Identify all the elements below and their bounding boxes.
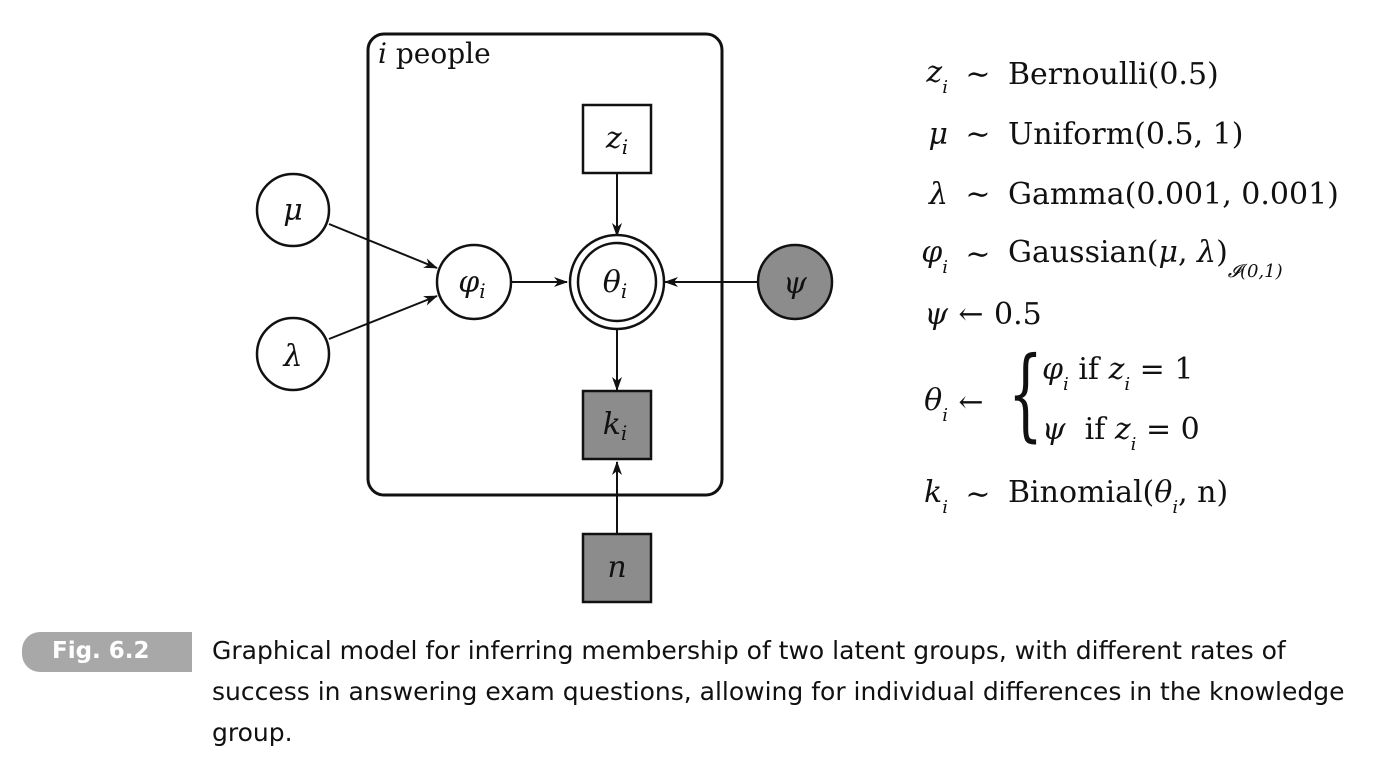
- svg-text:n: n: [607, 550, 626, 585]
- svg-text:zi: zi: [605, 121, 628, 159]
- equation-phi: φi ∼ Gaussian(μ, λ)𝓘(0,1): [921, 234, 1283, 282]
- svg-text:λ: λ: [282, 339, 302, 374]
- node-z: zi: [581, 103, 653, 175]
- equation-lambda: λ ∼ Gamma(0.001, 0.001): [928, 176, 1339, 212]
- equation-mu: μ ∼ Uniform(0.5, 1): [928, 116, 1244, 152]
- svg-text:ψ: ψ: [783, 266, 807, 301]
- equation-z: zi ∼ Bernoulli(0.5): [926, 54, 1219, 98]
- svg-text:φi: φi: [458, 265, 485, 303]
- equation-psi: ψ ← 0.5: [924, 296, 1042, 332]
- equation-k: ki ∼ Binomial(θi, n): [924, 474, 1229, 518]
- edge-lambda-phi: [328, 295, 438, 340]
- svg-text:μ: μ: [283, 193, 303, 228]
- case-z-equals-0: ψ if zi = 0: [1042, 412, 1200, 455]
- node-lambda: λ: [255, 316, 331, 392]
- equation-theta: θi ←: [924, 382, 984, 426]
- node-mu: μ: [255, 172, 331, 248]
- svg-text:θi: θi: [603, 265, 627, 303]
- figure-number-tab: Fig. 6.2: [22, 632, 192, 672]
- svg-text:ki: ki: [603, 407, 628, 445]
- case-z-equals-1: φi if zi = 1: [1042, 352, 1194, 395]
- node-phi: φi: [435, 243, 513, 321]
- graphical-model-diagram: i people zi μ λ φi θi ψ ki: [255, 32, 834, 604]
- node-n: n: [581, 532, 653, 604]
- node-psi: ψ: [756, 243, 834, 321]
- plate-people: [366, 32, 724, 497]
- plate-label: i people: [378, 37, 491, 70]
- node-k: ki: [581, 389, 653, 461]
- node-theta: θi: [568, 233, 666, 331]
- edge-mu-phi: [328, 223, 438, 269]
- cases-brace: {: [1008, 335, 1043, 452]
- figure-caption: Graphical model for inferring membership…: [212, 636, 1345, 747]
